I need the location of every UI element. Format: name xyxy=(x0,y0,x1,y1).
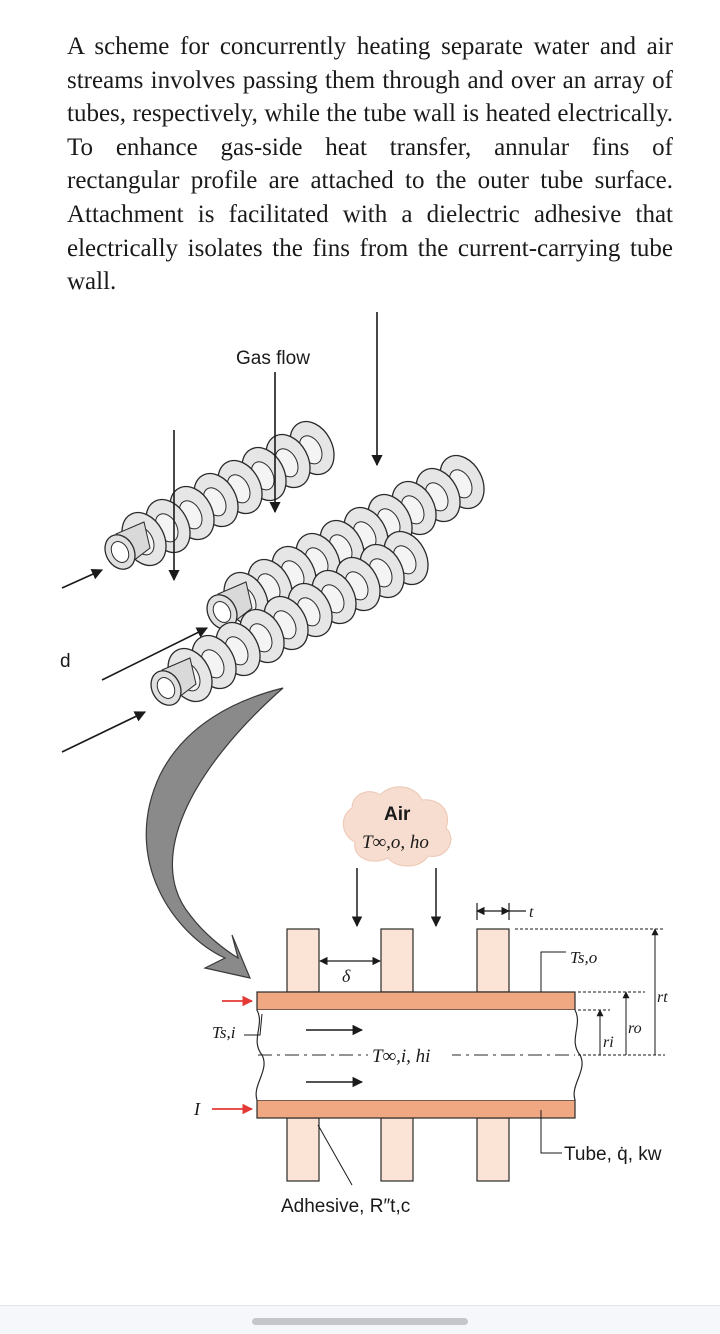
problem-statement: A scheme for concurrently heating separa… xyxy=(67,33,673,296)
ts-o-label: Ts,o xyxy=(570,948,597,967)
air-title: Air xyxy=(384,804,411,825)
fins-top xyxy=(286,928,510,993)
current-arrows xyxy=(212,995,254,1115)
air-down-arrows xyxy=(351,868,442,928)
home-indicator[interactable] xyxy=(252,1318,468,1325)
ts-i-leader xyxy=(244,1013,263,1036)
gas-flow-label: Gas flow xyxy=(236,348,310,369)
ts-o-leader xyxy=(540,951,566,992)
tube-bore xyxy=(156,677,176,699)
ro-label: ro xyxy=(628,1020,642,1037)
finned-tube xyxy=(150,530,429,706)
ts-i-label: Ts,i xyxy=(212,1023,236,1042)
tube-bore xyxy=(212,601,232,623)
fins-bottom xyxy=(286,1117,510,1182)
delta-label: δ xyxy=(342,966,351,986)
inner-flow-label: T∞,i, hi xyxy=(372,1046,430,1067)
inner-flow-arrows xyxy=(306,1024,364,1088)
current-label: I xyxy=(193,1099,201,1119)
adhesive-leader xyxy=(317,1124,353,1186)
water-inlet-arrows xyxy=(61,569,209,753)
gas-flow-arrows xyxy=(168,312,383,582)
air-blob xyxy=(342,786,452,867)
tube-bore xyxy=(110,541,130,563)
tube-label: Tube, q̇, kw xyxy=(564,1144,662,1165)
thickness-dimension xyxy=(476,903,526,920)
inner-label-bg xyxy=(368,1042,452,1068)
rt-label: rt xyxy=(657,989,668,1006)
finned-tube-array xyxy=(104,420,485,706)
tube-leader xyxy=(540,1110,562,1154)
bottom-bar xyxy=(0,1305,720,1334)
t-label: t xyxy=(529,904,534,921)
heat-exchanger-figure: Gas flow d Air T∞,o, ho xyxy=(60,312,668,1217)
cut-label: d xyxy=(60,651,71,672)
air-conditions: T∞,o, ho xyxy=(362,832,429,853)
radius-dimensions xyxy=(515,928,665,1056)
adhesive-label: Adhesive, R″t,c xyxy=(281,1196,410,1217)
zoom-arrow xyxy=(145,687,284,979)
ri-label: ri xyxy=(603,1034,614,1051)
